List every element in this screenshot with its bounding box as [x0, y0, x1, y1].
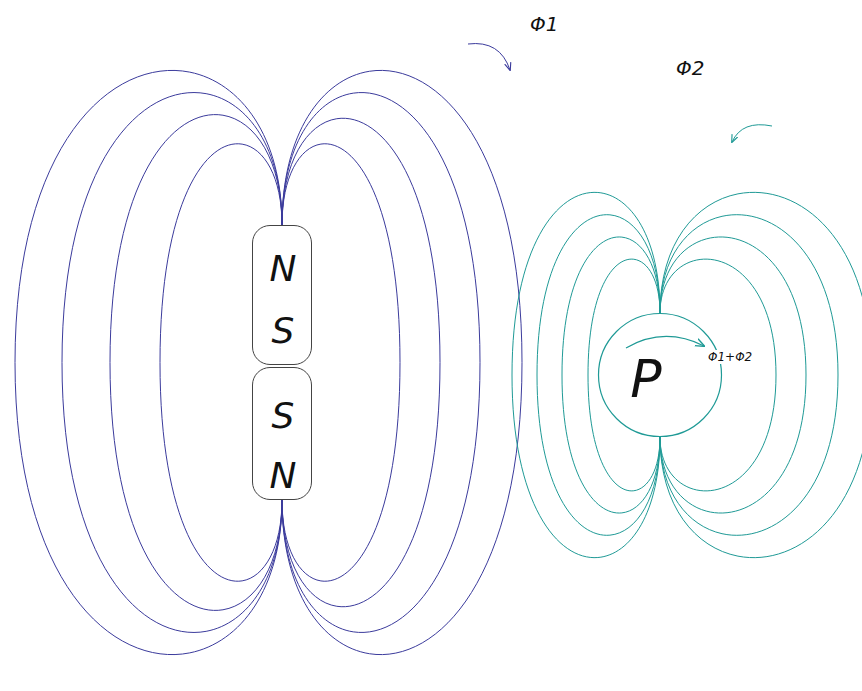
pole-letter: S: [272, 313, 295, 349]
magnet-box: SN: [252, 367, 312, 500]
flux-arrow: [468, 44, 510, 70]
pole-letter: S: [272, 398, 295, 434]
field-line: [660, 192, 862, 557]
field-line: [282, 118, 440, 606]
pole-letter: N: [270, 251, 297, 287]
field-line: [15, 70, 282, 654]
flux-label: Φ1: [530, 14, 558, 34]
field-line: [660, 237, 806, 513]
induced-field-lines: [512, 192, 862, 557]
field-line: [62, 93, 282, 633]
field-line: [660, 259, 776, 491]
field-line: [660, 215, 838, 536]
flux-arrow: [626, 336, 704, 348]
field-line: [282, 93, 480, 633]
field-line: [110, 115, 282, 611]
flux-arrow: [732, 125, 772, 142]
pole-letter: N: [270, 458, 297, 494]
field-line: [282, 70, 522, 654]
flux-sum-label: Φ1+Φ2: [706, 350, 754, 364]
conductor-circle: PΦ1+Φ2: [598, 313, 722, 437]
magnet-box: NS: [252, 225, 312, 365]
magnet-field-lines: [15, 70, 522, 654]
flux-label: Φ2: [676, 58, 704, 78]
point-label: P: [630, 353, 661, 405]
